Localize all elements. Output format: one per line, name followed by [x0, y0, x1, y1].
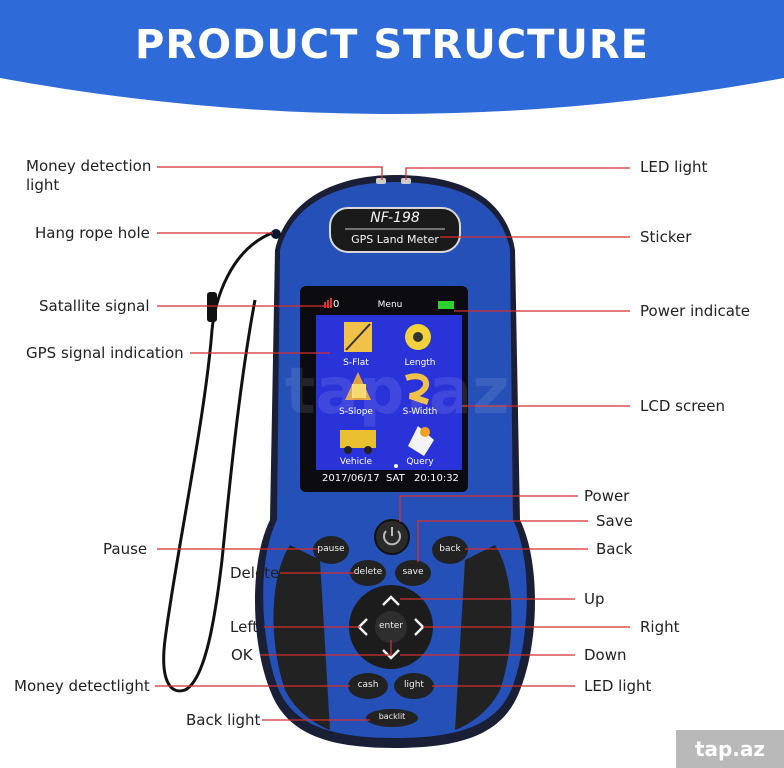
sticker: [329, 207, 461, 253]
label-power: Power: [584, 487, 630, 505]
pause-button-label: pause: [317, 544, 345, 554]
s-width-icon: [405, 373, 430, 405]
banner-shape: [0, 0, 784, 114]
query-icon: [408, 426, 434, 456]
callout-lines: [155, 166, 630, 721]
power-button: [374, 519, 410, 555]
label-save: Save: [596, 512, 633, 530]
screen-day: SAT: [386, 473, 405, 484]
save-button: [395, 560, 431, 586]
label-money-detectlight: Money detectlight: [14, 677, 150, 695]
label-ok: OK: [231, 646, 253, 664]
enter-button: [375, 611, 407, 643]
right-grip: [455, 545, 512, 730]
label-hang-rope-hole: Hang rope hole: [35, 224, 150, 242]
back-button: [432, 536, 468, 564]
label-lcd-screen: LCD screen: [640, 397, 726, 415]
menu-item: Query: [406, 457, 434, 467]
s-slope-icon: [345, 372, 371, 400]
menu-item: S-Flat: [343, 358, 369, 368]
cash-button: [348, 673, 388, 699]
menu-item: Length: [404, 358, 436, 368]
screen-date: 2017/06/17: [322, 473, 380, 484]
light-button-label: light: [404, 680, 424, 690]
label-delete: Delete: [230, 564, 280, 582]
battery-icon: [438, 301, 454, 309]
backlit-button: [366, 709, 418, 727]
cash-button-label: cash: [357, 680, 379, 690]
enter-button-label: enter: [378, 621, 403, 631]
label-pause: Pause: [103, 540, 148, 558]
hang-rope-hole: [271, 229, 281, 239]
model-name: NF-198: [370, 210, 420, 226]
label-led-light-top: LED light: [640, 158, 708, 176]
label-led-light-bottom: LED light: [584, 677, 652, 695]
menu-item: Vehicle: [339, 457, 373, 467]
light-button: [394, 673, 434, 699]
label-power-indicate: Power indicate: [640, 302, 751, 320]
label-satellite-signal: Satallite signal: [39, 297, 150, 315]
label-sticker: Sticker: [640, 228, 692, 246]
label-gps-signal-indication: GPS signal indication: [26, 344, 184, 362]
label-up: Up: [584, 590, 605, 608]
delete-button: [350, 560, 386, 586]
page-title: PRODUCT STRUCTURE: [135, 22, 649, 68]
screen-menu-title: Menu: [377, 300, 403, 310]
watermark-badge: tap.az: [676, 730, 784, 768]
pause-button: [313, 536, 349, 564]
signal-count: 0: [333, 299, 340, 310]
menu-item: S-Slope: [339, 407, 373, 417]
left-grip: [273, 545, 330, 730]
menu-item: S-Width: [402, 407, 438, 417]
label-back-light: Back light: [186, 711, 261, 729]
money-detection-light: [376, 178, 386, 184]
save-button-label: save: [402, 567, 424, 577]
down-arrow-icon: [382, 649, 400, 660]
header-banner: PRODUCT STRUCTURE: [0, 0, 784, 118]
delete-button-label: delete: [353, 567, 383, 577]
lanyard-clip: [207, 292, 217, 322]
back-button-label: back: [439, 544, 461, 554]
page-dot: [394, 464, 398, 468]
screen-time: 20:10:32: [414, 473, 459, 484]
label-right: Right: [640, 618, 680, 636]
background-watermark: tap.az: [285, 355, 510, 429]
length-icon: [405, 324, 431, 350]
label-down: Down: [584, 646, 627, 664]
led-light: [401, 178, 411, 184]
lanyard: [162, 231, 273, 693]
sticker-text: GPS Land Meter: [351, 233, 439, 246]
label-back: Back: [596, 540, 633, 558]
label-left: Left: [230, 618, 259, 636]
backlit-button-label: backlit: [378, 712, 406, 721]
s-flat-icon: [344, 322, 372, 352]
label-money-detection-light: Money detection light: [26, 157, 152, 194]
vehicle-icon: [340, 430, 376, 454]
up-arrow-icon: [382, 595, 400, 606]
